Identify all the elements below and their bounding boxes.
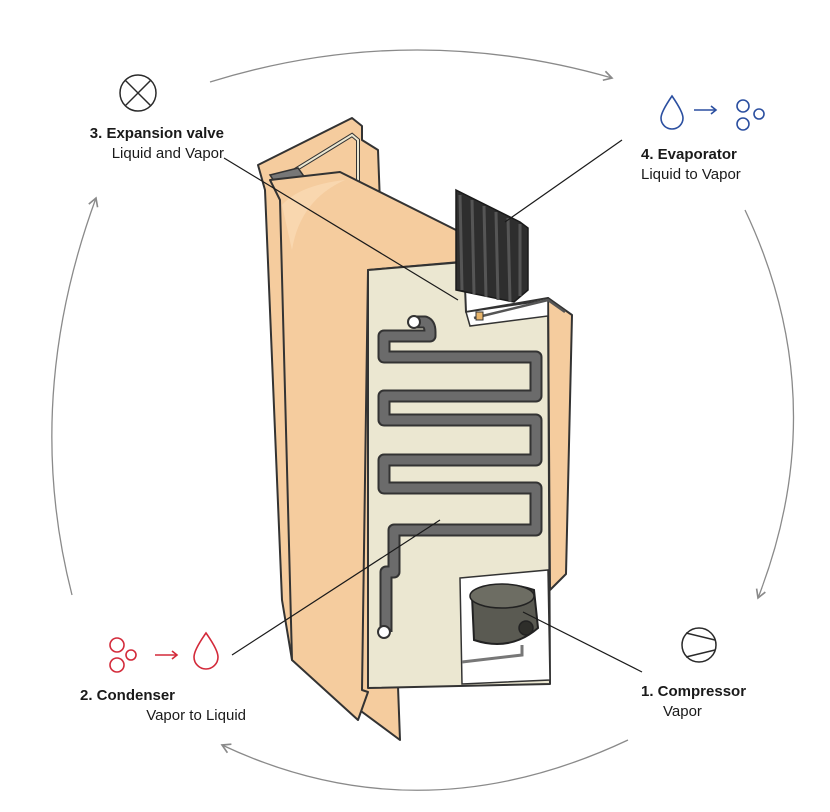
stage-title: 3. Expansion valve xyxy=(89,125,224,142)
stage-subtitle: Vapor to Liquid xyxy=(146,707,246,724)
cycle-arrows xyxy=(51,49,795,791)
leader-compressor xyxy=(522,611,643,673)
leader-lines xyxy=(223,139,643,673)
compressor-unit xyxy=(469,583,540,645)
refrigerator-illustration xyxy=(257,117,573,741)
stage-label-condenser: 2. Condenser Vapor to Liquid xyxy=(70,686,246,726)
cycle-arrow-right xyxy=(744,209,795,600)
bubble-icon xyxy=(109,637,125,653)
stage-subtitle: Liquid to Vapor xyxy=(641,166,741,183)
stage-label-evaporator: 4. Evaporator Liquid to Vapor xyxy=(641,145,821,185)
droplet-icon xyxy=(660,94,684,130)
stage-title: 4. Evaporator xyxy=(641,146,737,163)
stage-title: 1. Compressor xyxy=(641,683,747,700)
droplet-icon xyxy=(193,631,219,670)
leader-condenser xyxy=(231,519,441,656)
expansion-valve-symbol-icon xyxy=(119,74,157,112)
stage-label-compressor: 1. Compressor Vapor xyxy=(641,682,821,722)
stage-subtitle: Liquid and Vapor xyxy=(111,145,224,162)
stage-subtitle: Vapor xyxy=(663,703,702,720)
stage-title: 2. Condenser xyxy=(80,687,176,704)
fridge-right-edge xyxy=(547,297,573,591)
fridge-body-side xyxy=(269,171,461,721)
compressor-symbol-icon xyxy=(681,627,717,663)
leader-expansion xyxy=(223,157,459,301)
leader-evaporator xyxy=(504,139,623,223)
cycle-arrow-top xyxy=(209,49,614,83)
expansion-valve xyxy=(475,311,484,321)
vapor-to-liquid-icon xyxy=(109,631,219,673)
bubble-icon xyxy=(736,99,750,113)
evaporator-fins xyxy=(455,188,529,303)
liquid-to-vapor-icon xyxy=(660,94,765,131)
cycle-arrow-bottom xyxy=(220,739,629,791)
cycle-arrow-left xyxy=(51,196,99,596)
stage-label-expansion: 3. Expansion valve Liquid and Vapor xyxy=(44,124,224,164)
